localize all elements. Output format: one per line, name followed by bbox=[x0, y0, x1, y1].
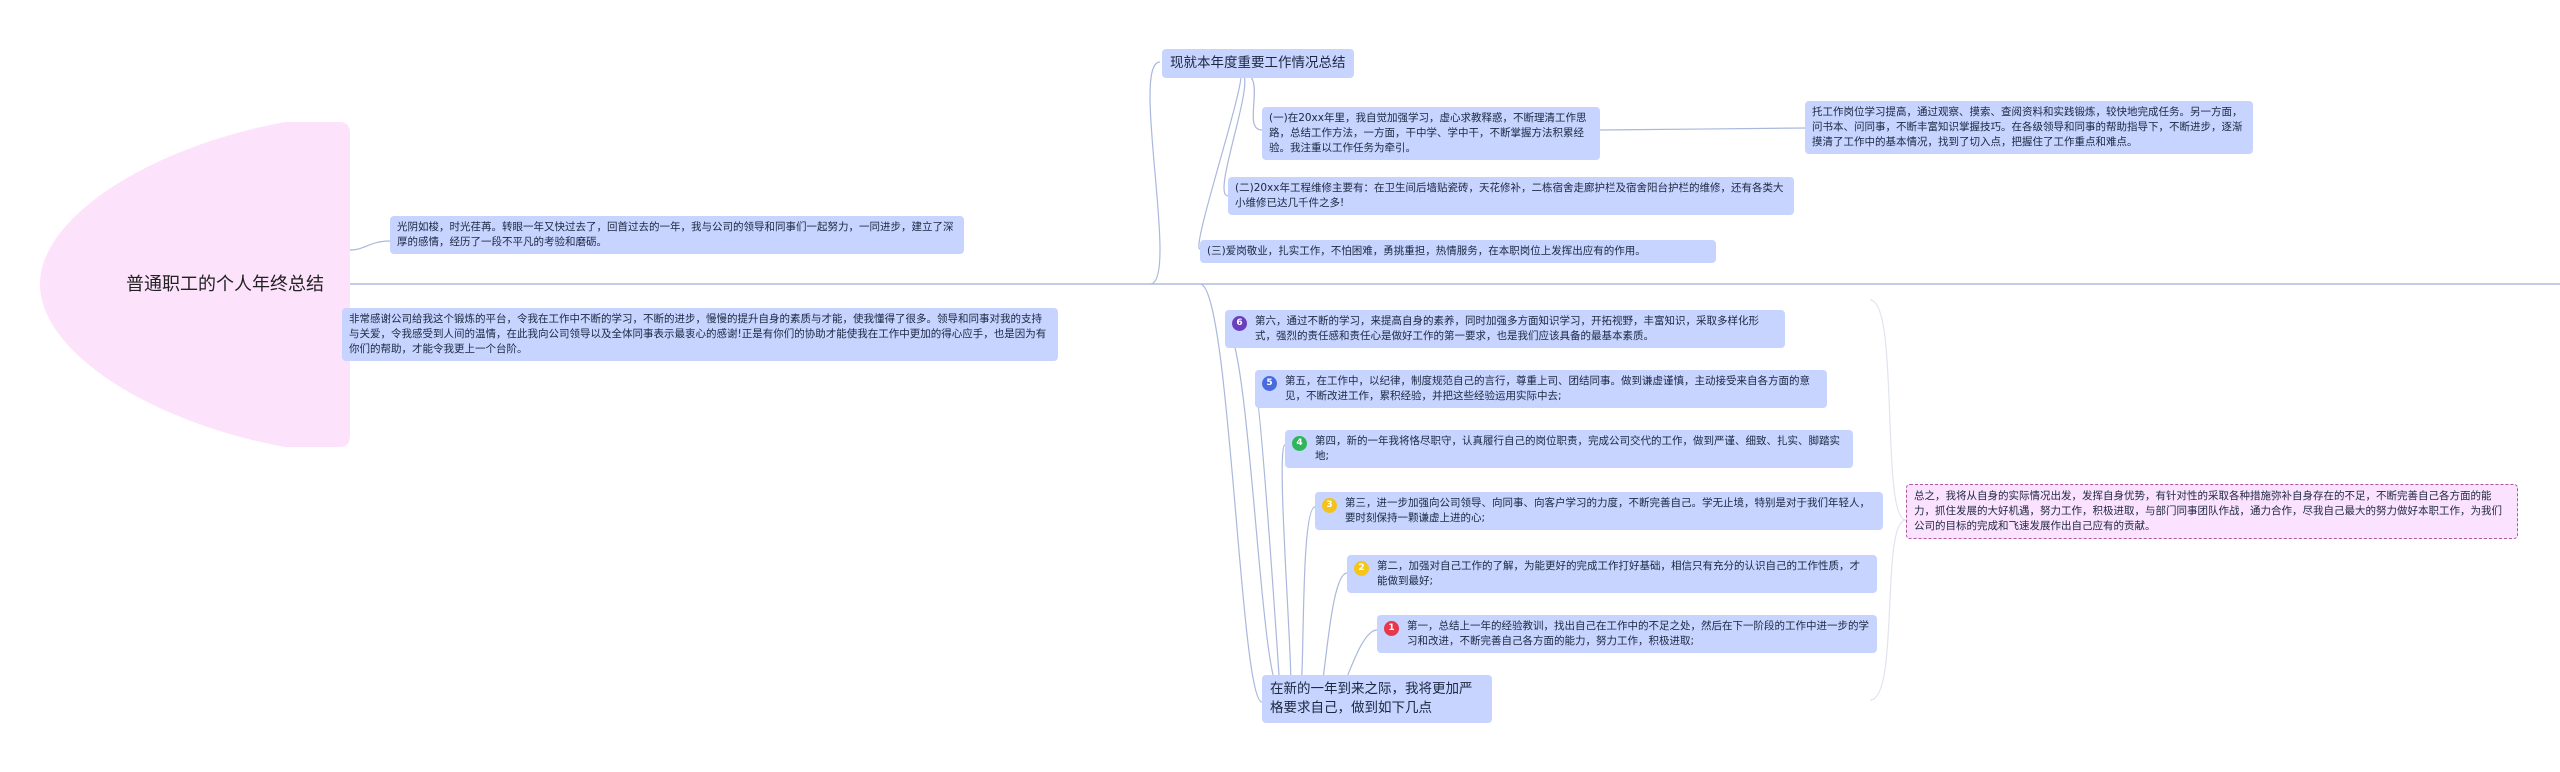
root-node[interactable]: 普通职工的个人年终总结 bbox=[40, 122, 350, 447]
number-5-icon: 5 bbox=[1262, 376, 1277, 391]
section-one-detail[interactable]: 托工作岗位学习提高，通过观察、摸索、查阅资料和实践锻炼，较快地完成任务。另一方面… bbox=[1805, 101, 2253, 154]
plan-item-2[interactable]: 2 第二，加强对自己工作的了解，为能更好的完成工作打好基础，相信只有充分的认识自… bbox=[1347, 555, 1877, 593]
section-one-item-1[interactable]: (一)在20xx年里，我自觉加强学习，虚心求教释惑，不断理清工作思路，总结工作方… bbox=[1262, 107, 1600, 160]
plan-item-3[interactable]: 3 第三，进一步加强向公司领导、向同事、向客户学习的力度，不断完善自己。学无止境… bbox=[1315, 492, 1883, 530]
summary-node[interactable]: 总之，我将从自身的实际情况出发，发挥自身优势，有针对性的采取各种措施弥补自身存在… bbox=[1906, 484, 2518, 539]
number-3-icon: 3 bbox=[1322, 498, 1337, 513]
section-one-item-1-text: (一)在20xx年里，我自觉加强学习，虚心求教释惑，不断理清工作思路，总结工作方… bbox=[1269, 112, 1587, 154]
plan-item-2-text: 第二，加强对自己工作的了解，为能更好的完成工作打好基础，相信只有充分的认识自己的… bbox=[1377, 560, 1860, 587]
section-two-title-text: 在新的一年到来之际，我将更加严格要求自己，做到如下几点 bbox=[1270, 681, 1473, 716]
root-label: 普通职工的个人年终总结 bbox=[126, 274, 324, 295]
number-2-icon: 2 bbox=[1354, 561, 1369, 576]
section-one-detail-text: 托工作岗位学习提高，通过观察、摸索、查阅资料和实践锻炼，较快地完成任务。另一方面… bbox=[1812, 106, 2243, 148]
section-one-title-text: 现就本年度重要工作情况总结 bbox=[1170, 55, 1346, 71]
plan-item-4[interactable]: 4 第四，新的一年我将恪尽职守，认真履行自己的岗位职责，完成公司交代的工作，做到… bbox=[1285, 430, 1853, 468]
plan-item-1[interactable]: 1 第一，总结上一年的经验教训，找出自己在工作中的不足之处，然后在下一阶段的工作… bbox=[1377, 615, 1877, 653]
number-1-icon: 1 bbox=[1384, 621, 1399, 636]
summary-text: 总之，我将从自身的实际情况出发，发挥自身优势，有针对性的采取各种措施弥补自身存在… bbox=[1914, 490, 2502, 532]
section-one-item-2-text: (二)20xx年工程维修主要有：在卫生间后墙贴瓷砖，天花修补，二栋宿舍走廊护栏及… bbox=[1235, 182, 1784, 209]
plan-item-1-text: 第一，总结上一年的经验教训，找出自己在工作中的不足之处，然后在下一阶段的工作中进… bbox=[1407, 620, 1869, 647]
section-one-title[interactable]: 现就本年度重要工作情况总结 bbox=[1162, 49, 1354, 78]
plan-item-5[interactable]: 5 第五，在工作中，以纪律，制度规范自己的言行，尊重上司、团结同事。做到谦虚谨慎… bbox=[1255, 370, 1827, 408]
section-one-item-3[interactable]: (三)爱岗敬业，扎实工作，不怕困难，勇挑重担，热情服务，在本职岗位上发挥出应有的… bbox=[1200, 240, 1716, 263]
intro-node[interactable]: 光阴如梭，时光荏苒。转眼一年又快过去了，回首过去的一年，我与公司的领导和同事们一… bbox=[390, 216, 964, 254]
plan-item-5-text: 第五，在工作中，以纪律，制度规范自己的言行，尊重上司、团结同事。做到谦虚谨慎，主… bbox=[1285, 375, 1810, 402]
root-shape bbox=[40, 122, 350, 447]
intro-text: 光阴如梭，时光荏苒。转眼一年又快过去了，回首过去的一年，我与公司的领导和同事们一… bbox=[397, 221, 954, 248]
plan-item-6[interactable]: 6 第六，通过不断的学习，来提高自身的素养，同时加强多方面知识学习，开拓视野，丰… bbox=[1225, 310, 1785, 348]
thanks-node[interactable]: 非常感谢公司给我这个锻炼的平台，令我在工作中不断的学习，不断的进步，慢慢的提升自… bbox=[342, 308, 1058, 361]
section-two-title[interactable]: 在新的一年到来之际，我将更加严格要求自己，做到如下几点 bbox=[1262, 675, 1492, 723]
number-6-icon: 6 bbox=[1232, 316, 1247, 331]
section-one-item-2[interactable]: (二)20xx年工程维修主要有：在卫生间后墙贴瓷砖，天花修补，二栋宿舍走廊护栏及… bbox=[1228, 177, 1794, 215]
thanks-text: 非常感谢公司给我这个锻炼的平台，令我在工作中不断的学习，不断的进步，慢慢的提升自… bbox=[349, 313, 1047, 355]
plan-item-4-text: 第四，新的一年我将恪尽职守，认真履行自己的岗位职责，完成公司交代的工作，做到严谨… bbox=[1315, 435, 1840, 462]
plan-item-3-text: 第三，进一步加强向公司领导、向同事、向客户学习的力度，不断完善自己。学无止境，特… bbox=[1345, 497, 1870, 524]
section-one-item-3-text: (三)爱岗敬业，扎实工作，不怕困难，勇挑重担，热情服务，在本职岗位上发挥出应有的… bbox=[1207, 245, 1646, 257]
plan-item-6-text: 第六，通过不断的学习，来提高自身的素养，同时加强多方面知识学习，开拓视野，丰富知… bbox=[1255, 315, 1759, 342]
number-4-icon: 4 bbox=[1292, 436, 1307, 451]
